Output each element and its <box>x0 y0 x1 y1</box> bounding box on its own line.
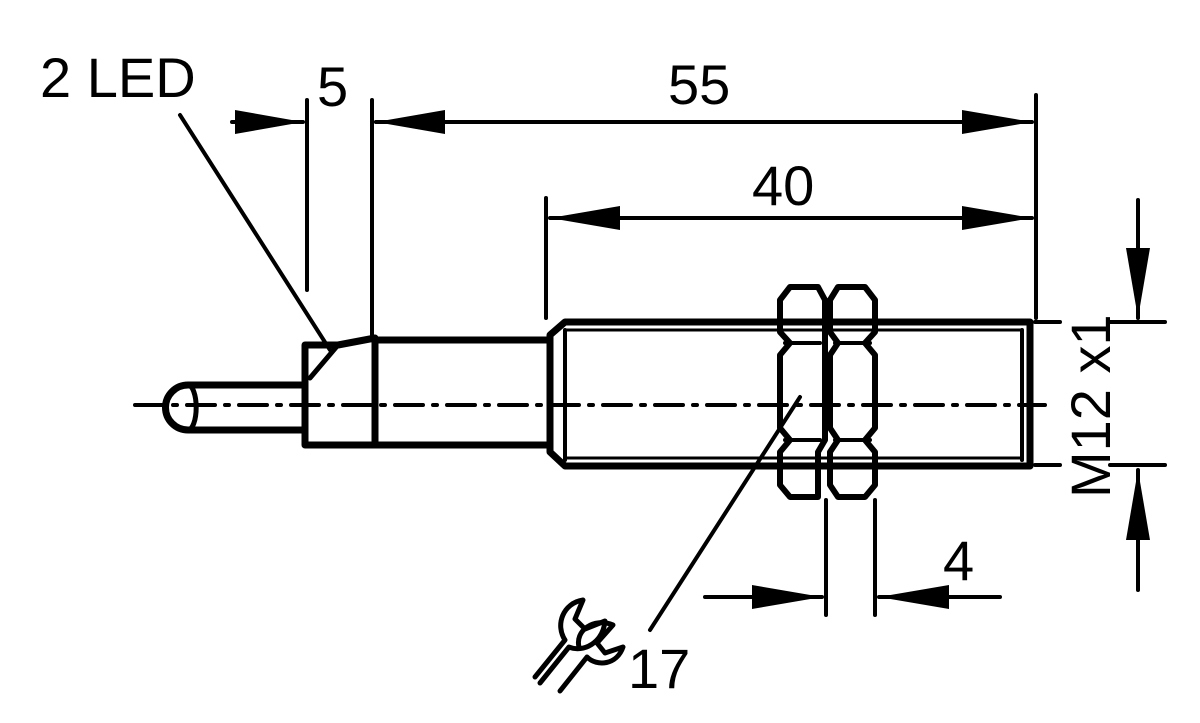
led-label: 2 LED <box>40 46 196 109</box>
dimension-4: 4 <box>703 529 1002 609</box>
cable <box>162 381 309 434</box>
threaded-barrel <box>546 318 1034 470</box>
dimension-4-label: 4 <box>943 529 974 592</box>
thread-label: M12 x1 <box>1059 314 1122 498</box>
hex-nuts <box>777 284 878 500</box>
dimension-thread: M12 x1 <box>1059 198 1150 592</box>
wrench-callout: 17 <box>532 395 802 700</box>
dimension-55-label: 55 <box>668 53 730 116</box>
wrench-icon <box>532 597 626 694</box>
led-callout: 2 LED <box>40 46 332 352</box>
wrench-size-label: 17 <box>628 637 690 700</box>
extension-lines <box>305 93 1167 617</box>
dimension-40-label: 40 <box>752 154 814 217</box>
dimension-5-label: 5 <box>317 55 348 118</box>
sensor-head <box>301 334 554 449</box>
dimension-40: 40 <box>548 154 1034 230</box>
dimension-55: 55 <box>374 53 1034 134</box>
